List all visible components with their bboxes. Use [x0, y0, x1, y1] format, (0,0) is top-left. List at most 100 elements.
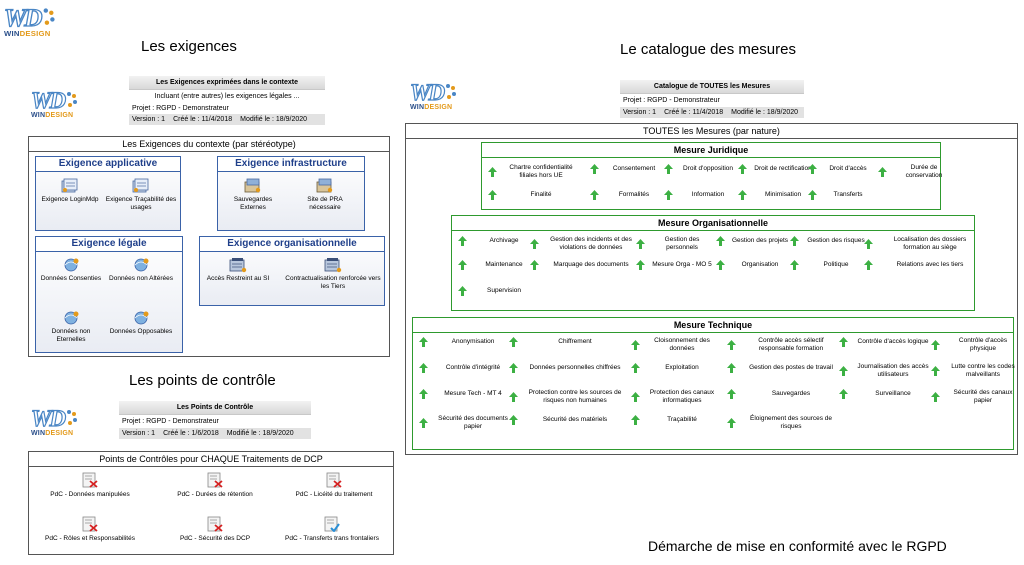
pdc-item[interactable]: PdC - Transferts trans frontaliers	[273, 516, 391, 543]
group-mesure-juridique: Mesure Juridique Chartre confidentialité…	[481, 142, 942, 210]
mesure-item[interactable]: Sécurité des documents papier	[419, 415, 511, 431]
mesure-item[interactable]: Contrôle d'accès logique	[839, 337, 931, 347]
exigence-item[interactable]: Exigence Traçabilité des usages	[104, 178, 178, 212]
mesure-item[interactable]: Données personnelles chiffrées	[509, 363, 625, 373]
mesure-label: Gestion des personnels	[664, 236, 700, 251]
mesure-item[interactable]: Anonymisation	[419, 337, 511, 347]
header-cree: Créé le : 1/6/2018	[163, 430, 219, 437]
pdc-label: PdC - Rôles et Responsabilités	[45, 535, 135, 542]
exigence-item[interactable]: Contractualisation renforcée vers les Ti…	[284, 257, 382, 291]
mesure-label: Anonymisation	[451, 338, 495, 345]
mesure-label: Contrôle d'accès physique	[958, 337, 1008, 352]
exigence-item[interactable]: Accès Restreint au SI	[204, 257, 272, 283]
mesure-item[interactable]: Archivage	[458, 236, 534, 246]
mesure-item[interactable]: Relations avec les tiers	[864, 260, 980, 270]
mesure-item[interactable]: Minimisation	[738, 190, 812, 200]
header-cree: Créé le : 11/4/2018	[664, 109, 724, 116]
checklist-cross-icon	[207, 516, 223, 532]
mesure-label: Sécurité des matériels	[542, 416, 608, 423]
mesure-label: Mesure Tech - MT 4	[444, 390, 502, 397]
group-exigence-applicative: Exigence applicative Exigence LoginMdp E…	[35, 156, 181, 231]
mesure-item[interactable]: Marquage des documents	[530, 260, 636, 270]
mesure-item[interactable]: Mesure Tech - MT 4	[419, 389, 511, 399]
logo-brand-win: WIN	[31, 112, 46, 119]
mesure-item[interactable]: Lutte contre les codes malveillants	[931, 363, 1019, 379]
mesure-label: Formalités	[618, 191, 650, 198]
mesure-item[interactable]: Gestion des projets	[716, 236, 788, 246]
mesure-label: Contrôle accès sélectif responsable form…	[758, 337, 824, 352]
pdc-item[interactable]: PdC - Durées de rétention	[155, 472, 275, 499]
mesure-item[interactable]: Chiffrement	[509, 337, 625, 347]
exigence-item[interactable]: Site de PRA nécessaire	[294, 178, 356, 212]
mesure-item[interactable]: Mesure Orga - MO 5	[636, 260, 712, 270]
mesure-item[interactable]: Organisation	[716, 260, 788, 270]
mesure-label: Protection contre les sources de risques…	[528, 389, 622, 404]
exigence-item[interactable]: Données Consenties	[40, 257, 102, 283]
pdc-item[interactable]: PdC - Licéité du traitement	[279, 472, 389, 499]
header-title: Les Exigences exprimées dans le contexte	[129, 76, 325, 90]
mesure-label: Lutte contre les codes malveillants	[951, 363, 1015, 378]
exigence-item[interactable]: Exigence LoginMdp	[40, 178, 100, 204]
mesure-item[interactable]: Contrôle d'accès physique	[931, 337, 1019, 353]
mesure-item[interactable]: Gestion des personnels	[636, 236, 712, 252]
mesure-item[interactable]: Finalité	[488, 190, 578, 200]
exigence-label: Sauvegardes Externes	[233, 196, 273, 211]
pdc-item[interactable]: PdC - Données manipulées	[35, 472, 145, 499]
mesure-item[interactable]: Gestion des risques	[790, 236, 866, 246]
mesure-item[interactable]: Contrôle accès sélectif responsable form…	[727, 337, 839, 353]
mesure-item[interactable]: Contrôle d'intégrité	[419, 363, 511, 373]
mesure-item[interactable]: Sécurité des matériels	[509, 415, 625, 425]
arrow-up-icon	[727, 340, 736, 350]
logo-brand-win: WIN	[410, 104, 425, 111]
mesure-item[interactable]: Sécurité des canaux papier	[931, 389, 1019, 405]
mesure-item[interactable]: Droit d'opposition	[664, 164, 736, 174]
mesure-item[interactable]: Durée de conservation	[878, 164, 954, 180]
mesure-item[interactable]: Cloisonnement des données	[631, 337, 717, 353]
exigence-item[interactable]: Données Opposables	[108, 310, 174, 336]
pdc-item[interactable]: PdC - Rôles et Responsabilités	[35, 516, 145, 543]
mesure-item[interactable]: Journalisation des accès utilisateurs	[839, 363, 931, 379]
mesure-item[interactable]: Éloignement des sources de risques	[727, 415, 839, 431]
mesure-item[interactable]: Exploitation	[631, 363, 717, 373]
mesure-label: Chartre confidentialité filiales hors UE	[509, 164, 573, 179]
group-title: Exigence organisationnelle	[200, 237, 384, 252]
mesure-item[interactable]: Localisation des dossiers formation au s…	[864, 236, 980, 252]
mesure-item[interactable]: Gestion des postes de travail	[727, 363, 839, 373]
arrow-up-icon	[664, 190, 673, 200]
mesure-item[interactable]: Transferts	[808, 190, 872, 200]
mesure-label: Contrôle d'accès logique	[857, 338, 929, 345]
mesure-item[interactable]: Droit d'accès	[808, 164, 872, 174]
requirement-icon	[62, 310, 80, 326]
mesure-item[interactable]: Politique	[790, 260, 866, 270]
exigence-item[interactable]: Données non Eternelles	[40, 310, 102, 344]
header-projet: Projet : RGPD - Demonstrateur	[132, 105, 229, 112]
mesure-item[interactable]: Consentement	[590, 164, 662, 174]
mesure-item[interactable]: Chartre confidentialité filiales hors UE	[488, 164, 578, 180]
mesure-item[interactable]: Maintenance	[458, 260, 534, 270]
mesure-item[interactable]: Protection des canaux informatiques	[631, 389, 717, 405]
mesure-item[interactable]: Gestion des incidents et des violations …	[530, 236, 636, 252]
requirement-icon	[316, 178, 334, 194]
logo-wd-text: WD	[3, 3, 43, 32]
mesure-item[interactable]: Droit de rectification	[738, 164, 812, 174]
exigences-frame: Les Exigences du contexte (par stéréotyp…	[28, 136, 390, 357]
pdc-item[interactable]: PdC - Sécurité des DCP	[155, 516, 275, 543]
exigence-item[interactable]: Sauvegardes Externes	[224, 178, 282, 212]
header-modifie: Modifié le : 18/9/2020	[731, 109, 799, 116]
mesure-item[interactable]: Formalités	[590, 190, 662, 200]
arrow-up-icon	[419, 363, 428, 373]
mesure-item[interactable]: Sauvegardes	[727, 389, 839, 399]
mesure-item[interactable]: Information	[664, 190, 736, 200]
mesure-item[interactable]: Surveillance	[839, 389, 931, 399]
checklist-check-icon	[324, 516, 340, 533]
arrow-up-icon	[636, 239, 645, 249]
arrow-up-icon	[878, 167, 887, 177]
mesure-label: Droit d'accès	[829, 165, 867, 172]
pdc-frame-title: Points de Contrôles pour CHAQUE Traiteme…	[29, 452, 393, 467]
mesure-item[interactable]: Protection contre les sources de risques…	[509, 389, 625, 405]
exigence-item[interactable]: Données non Altérées	[108, 257, 174, 283]
mesure-label: Finalité	[530, 191, 552, 198]
arrow-up-icon	[738, 190, 747, 200]
mesure-item[interactable]: Supervision	[458, 286, 534, 296]
mesure-item[interactable]: Traçabilité	[631, 415, 717, 425]
